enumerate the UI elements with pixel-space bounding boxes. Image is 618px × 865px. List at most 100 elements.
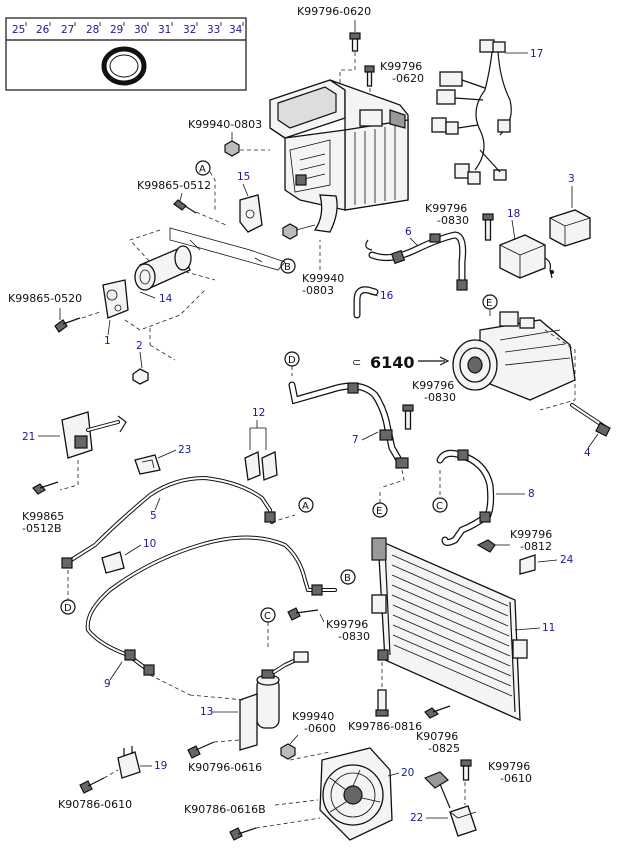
code-k99940-0600-a: K99940 <box>292 710 334 723</box>
part-number-16: 16 <box>380 290 394 302</box>
relay <box>499 234 554 279</box>
svg-text:C: C <box>436 501 443 512</box>
bolt-icon <box>375 689 389 717</box>
expansion-valve-cylinder <box>134 245 192 291</box>
evaporator-unit <box>269 79 409 233</box>
svg-text:C: C <box>264 611 271 622</box>
callout-marker: ⊂ <box>352 356 361 369</box>
part-number-2: 2 <box>136 340 143 352</box>
code-k99865-0520: K99865-0520 <box>8 292 82 305</box>
receiver-drier <box>239 651 309 751</box>
condenser-fan <box>319 747 393 841</box>
part-number-6: 6 <box>405 226 412 238</box>
part-number-23: 23 <box>178 444 191 456</box>
part-number-9: 9 <box>104 678 111 690</box>
ref-marker-e-top: E <box>482 294 498 310</box>
discharge-hose <box>288 381 409 469</box>
code-k99796-0620-b: K99796 <box>380 60 422 73</box>
code-k99940-0600-b: -0600 <box>304 722 336 735</box>
legend-index-27: 27 <box>61 24 74 36</box>
code-k99940-0803-a: K99940-0803 <box>188 118 262 131</box>
thermo-switch <box>549 209 591 247</box>
legend-box: 25 26 27 28 29 30 31 32 33 34 <box>5 17 247 91</box>
screw-icon <box>173 192 197 214</box>
code-k99796-0812-a: K99796 <box>510 528 552 541</box>
code-k99796-0620-c: -0620 <box>392 72 424 85</box>
bolt-icon <box>79 777 105 794</box>
pressure-switch-relay <box>117 746 141 779</box>
ref-marker-a: A <box>195 160 216 210</box>
legend-index-31: 31 <box>158 24 171 36</box>
part-number-8: 8 <box>528 488 535 500</box>
code-k90796-0616: K90796-0616 <box>188 761 262 774</box>
part-number-14: 14 <box>159 293 173 305</box>
part-number-20: 20 <box>401 767 414 779</box>
bolt-icon <box>364 65 375 87</box>
ref-marker-e-lower: E <box>372 492 388 518</box>
legend-index-25: 25 <box>12 24 25 36</box>
ref-marker-c-right: C <box>432 470 448 513</box>
nut-icon <box>224 132 240 157</box>
code-k90796-0825-a: K90796 <box>416 730 458 743</box>
fan-motor-resistor <box>423 771 477 837</box>
code-k99796-0610-b: -0610 <box>500 772 532 785</box>
ref-marker-b-lower: B <box>340 569 356 585</box>
code-k99796-0610-a: K99796 <box>488 760 530 773</box>
bolt-icon <box>229 827 257 841</box>
code-k99786-0816: K99786-0816 <box>348 720 422 733</box>
bolt-icon <box>482 213 494 241</box>
svg-text:E: E <box>376 506 382 517</box>
pipe-b-line <box>85 535 337 676</box>
part-number-13: 13 <box>200 706 213 718</box>
code-k90786-0616b: K90786-0616B <box>184 803 266 816</box>
code-k99796-0830-c2: -0830 <box>338 630 370 643</box>
part-number-11: 11 <box>542 622 555 634</box>
code-k99796-0812-b: -0812 <box>520 540 552 553</box>
part-number-10: 10 <box>143 538 156 550</box>
part-number-4: 4 <box>584 447 591 459</box>
bolt-icon <box>402 404 414 430</box>
svg-text:A: A <box>302 501 309 512</box>
code-k99865-0512b-b: -0512B <box>22 522 62 535</box>
part-number-18: 18 <box>507 208 520 220</box>
part-number-22: 22 <box>410 812 423 824</box>
code-k99796-0830-c1: K99796 <box>326 618 368 631</box>
bolt-icon <box>287 607 319 621</box>
bolt-icon <box>424 705 451 719</box>
screw-icon <box>32 481 59 495</box>
part-number-1: 1 <box>104 335 111 347</box>
svg-text:B: B <box>284 262 291 273</box>
part-number-17: 17 <box>530 48 543 60</box>
sensor-bracket <box>61 411 127 459</box>
code-k99796-0830-a2: -0830 <box>437 214 469 227</box>
part-number-21: 21 <box>22 431 35 443</box>
liquid-hose <box>436 449 495 546</box>
code-k90796-0825-b: -0825 <box>428 742 460 755</box>
bolt-icon <box>460 759 472 781</box>
code-k99865-0512-a: K99865-0512 <box>137 179 211 192</box>
legend-index-28: 28 <box>86 24 99 36</box>
o-ring-icon <box>101 46 147 86</box>
ref-marker-d-lower: D <box>60 570 76 615</box>
svg-text:B: B <box>344 573 351 584</box>
part-number-12: 12 <box>252 407 265 419</box>
part-number-3: 3 <box>568 173 575 185</box>
compressor-bolt <box>570 403 611 437</box>
ref-marker-d-top: D <box>284 351 300 376</box>
legend-index-34: 34 <box>229 24 243 36</box>
ref-marker-a-lower: A <box>298 497 314 513</box>
svg-text:A: A <box>199 164 206 175</box>
bolt-icon <box>349 20 361 52</box>
bolt-icon <box>187 741 215 759</box>
code-k90786-0610: K90786-0610 <box>58 798 132 811</box>
part-number-24: 24 <box>560 554 574 566</box>
pipe-a-line <box>61 476 276 569</box>
svg-text:D: D <box>64 603 72 614</box>
code-k99796-0830-b2: -0830 <box>424 391 456 404</box>
part-number-15: 15 <box>237 171 250 183</box>
svg-text:E: E <box>486 298 492 309</box>
gasket-plate <box>102 279 129 319</box>
suction-hose <box>365 231 468 291</box>
legend-index-26: 26 <box>36 24 50 36</box>
